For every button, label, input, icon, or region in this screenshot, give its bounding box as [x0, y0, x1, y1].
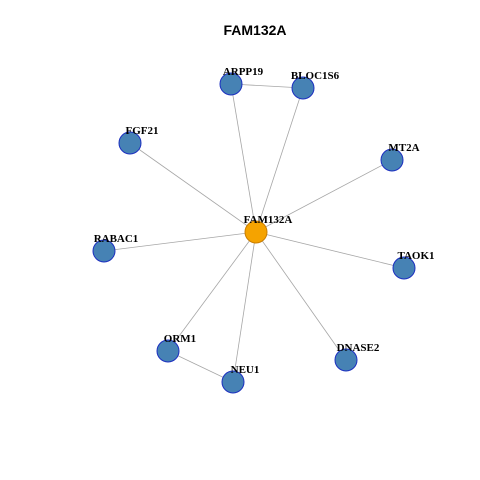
node-neu1[interactable] — [221, 370, 245, 394]
edge-fam132a-neu1 — [232, 231, 257, 383]
node-fgf21[interactable] — [118, 131, 142, 155]
node-dnase2[interactable] — [334, 348, 358, 372]
edge-orm1-neu1 — [167, 350, 234, 383]
node-label-neu1: NEU1 — [231, 364, 260, 376]
node-label-arpp19: ARPP19 — [223, 66, 264, 78]
edge-fam132a-taok1 — [255, 231, 405, 269]
node-bloc1s6[interactable] — [291, 76, 315, 100]
edge-fam132a-arpp19 — [230, 83, 257, 233]
edge-fam132a-fgf21 — [129, 142, 257, 233]
edge-fam132a-mt2a — [255, 159, 393, 233]
node-orm1[interactable] — [156, 339, 180, 363]
edge-layer — [103, 83, 405, 383]
node-label-fgf21: FGF21 — [126, 125, 159, 137]
node-mt2a[interactable] — [380, 148, 404, 172]
edge-arpp19-bloc1s6 — [230, 83, 304, 89]
node-label-rabac1: RABAC1 — [94, 233, 139, 245]
node-label-orm1: ORM1 — [164, 333, 196, 345]
node-label-mt2a: MT2A — [388, 142, 419, 154]
diagram-title: FAM132A — [223, 22, 286, 38]
edge-fam132a-orm1 — [167, 231, 257, 352]
node-label-bloc1s6: BLOC1S6 — [291, 70, 340, 82]
node-arpp19[interactable] — [219, 72, 243, 96]
edge-fam132a-rabac1 — [103, 231, 257, 252]
node-label-taok1: TAOK1 — [397, 250, 434, 262]
edge-fam132a-dnase2 — [255, 231, 347, 361]
node-rabac1[interactable] — [92, 239, 116, 263]
node-label-fam132a: FAM132A — [244, 214, 293, 226]
node-fam132a[interactable] — [244, 220, 268, 244]
edge-fam132a-bloc1s6 — [255, 87, 304, 233]
node-layer — [92, 72, 416, 394]
node-taok1[interactable] — [392, 256, 416, 280]
node-label-dnase2: DNASE2 — [337, 342, 380, 354]
